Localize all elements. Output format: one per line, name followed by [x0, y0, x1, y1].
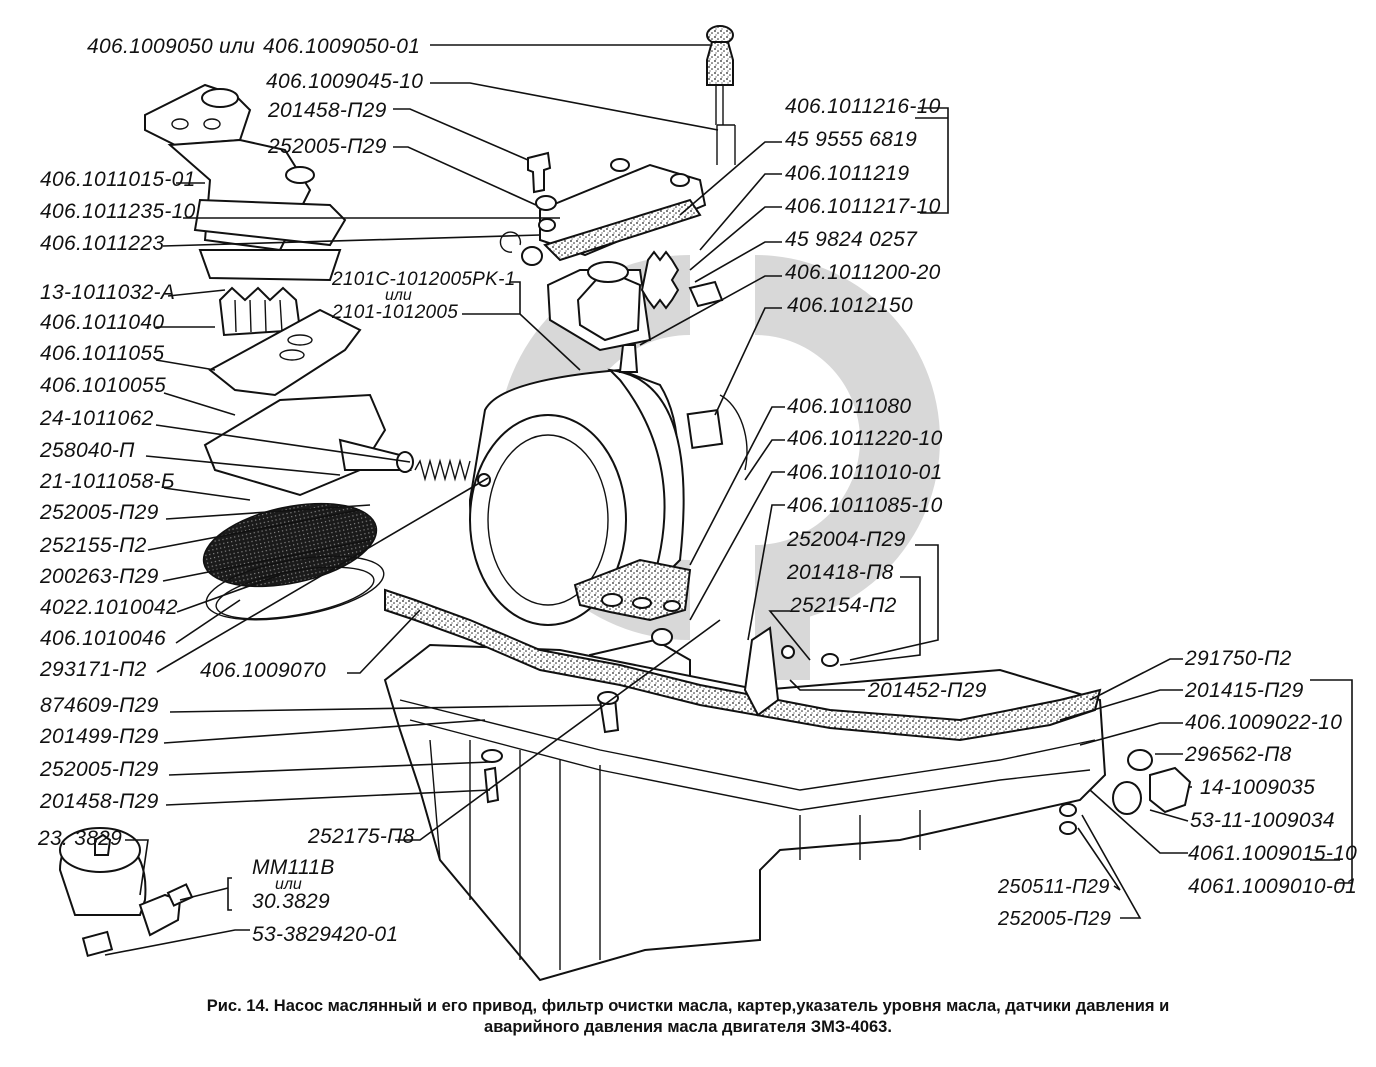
label-left-4: 406.1011040: [40, 311, 164, 334]
label-left-5: 406.1011055: [40, 342, 164, 365]
oil-filter-drawing: [468, 344, 748, 717]
label-rm-5: 201418-П8: [786, 561, 894, 584]
label-left-13: 4022.1010042: [40, 596, 178, 619]
oil-pump-drawing: [144, 83, 471, 621]
label-gasket: 406.1009070: [200, 659, 326, 682]
label-rm-1: 406.1011220-10: [787, 427, 943, 450]
label-rt-1: 45 9555 6819: [785, 128, 917, 151]
label-rm-4: 252004-П29: [786, 528, 906, 551]
part-labels: 406.1009050 или 406.1009050-01 406.10090…: [37, 35, 1357, 946]
label-left-8: 258040-П: [39, 439, 135, 462]
label-left-7: 24-1011062: [39, 407, 154, 430]
label-left-18: 252005-П29: [39, 758, 159, 781]
label-adapter: 53-3829420-01: [252, 923, 398, 946]
label-rt-4: 45 9824 0257: [785, 228, 918, 251]
label-bolt2: 201452-П29: [867, 679, 987, 702]
pressure-sensor-drawing: [58, 827, 194, 958]
label-filter-b: 2101-1012005: [331, 302, 458, 323]
label-left-2: 406.1011223: [40, 232, 164, 255]
label-sensor-or: или: [275, 876, 302, 893]
figure-caption: Рис. 14. Насос маслянный и его привод, ф…: [0, 996, 1376, 1038]
caption-line-2: аварийного давления масла двигателя ЗМЗ-…: [484, 1018, 892, 1036]
label-washer-top: 252005-П29: [267, 135, 387, 158]
oil-pan-drawing: [383, 588, 1192, 982]
strainer-mesh: [202, 502, 378, 588]
label-left-10: 252005-П29: [39, 501, 159, 524]
label-rm-6: 252154-П2: [789, 594, 897, 617]
caption-line-1: Рис. 14. Насос маслянный и его привод, ф…: [206, 997, 1170, 1015]
label-rb-0: 291750-П2: [1184, 647, 1292, 670]
label-washer-bottom: 252005-П29: [997, 908, 1111, 930]
label-left-19: 201458-П29: [39, 790, 159, 813]
label-nut: 250511-П29: [997, 876, 1110, 898]
label-dipstick-b: 406.1009050-01: [263, 35, 420, 58]
label-rb-2: 406.1009022-10: [1185, 711, 1342, 734]
pump-drive-drawing: [499, 25, 736, 352]
label-left-16: 874609-П29: [40, 694, 159, 717]
label-left-3: 13-1011032-A: [40, 281, 175, 304]
label-rb-7: 4061.1009010-01: [1188, 875, 1357, 898]
label-rb-4: 14-1009035: [1200, 776, 1315, 799]
label-rm-2: 406.1011010-01: [787, 461, 943, 484]
label-left-15: 293171-П2: [39, 658, 147, 681]
label-left-1: 406.1011235-10: [40, 200, 196, 223]
label-dipstick-a: 406.1009050 или: [87, 35, 255, 58]
label-sensor-b: 30.3829: [252, 890, 330, 913]
label-left-11: 252155-П2: [39, 534, 147, 557]
label-left-0: 406.1011015-01: [40, 168, 196, 191]
watermark-logo-right: [755, 255, 940, 625]
label-screw: 252175-П8: [307, 825, 415, 848]
leader-lines: [104, 44, 1353, 956]
label-dipstick-tube: 406.1009045-10: [266, 70, 423, 93]
label-rt-3: 406.1011217-10: [785, 195, 941, 218]
label-left-9: 21-1011058-Б: [39, 470, 175, 493]
label-rb-5: 53-11-1009034: [1190, 809, 1335, 832]
label-rm-3: 406.1011085-10: [787, 494, 943, 517]
label-left-12: 200263-П29: [39, 565, 159, 588]
label-left-17: 201499-П29: [39, 725, 159, 748]
label-left-14: 406.1010046: [40, 627, 166, 650]
label-left-6: 406.1010055: [40, 374, 166, 397]
label-filter-or: или: [385, 287, 412, 304]
label-rt-6: 406.1012150: [787, 294, 913, 317]
label-bolt-top: 201458-П29: [267, 99, 387, 122]
label-filter-a: 2101C-1012005PK-1: [331, 269, 516, 290]
label-rt-5: 406.1011200-20: [785, 261, 941, 284]
label-rt-0: 406.1011216-10: [785, 95, 941, 118]
label-rm-0: 406.1011080: [787, 395, 911, 418]
label-rb-1: 201415-П29: [1184, 679, 1304, 702]
label-sensor-housing: 23. 3829: [37, 827, 122, 850]
label-rb-6: 4061.1009015-10: [1188, 842, 1357, 865]
label-rb-3: 296562-П8: [1184, 743, 1292, 766]
label-rt-2: 406.1011219: [785, 162, 909, 185]
label-sensor-a: ММ111В: [252, 856, 335, 879]
